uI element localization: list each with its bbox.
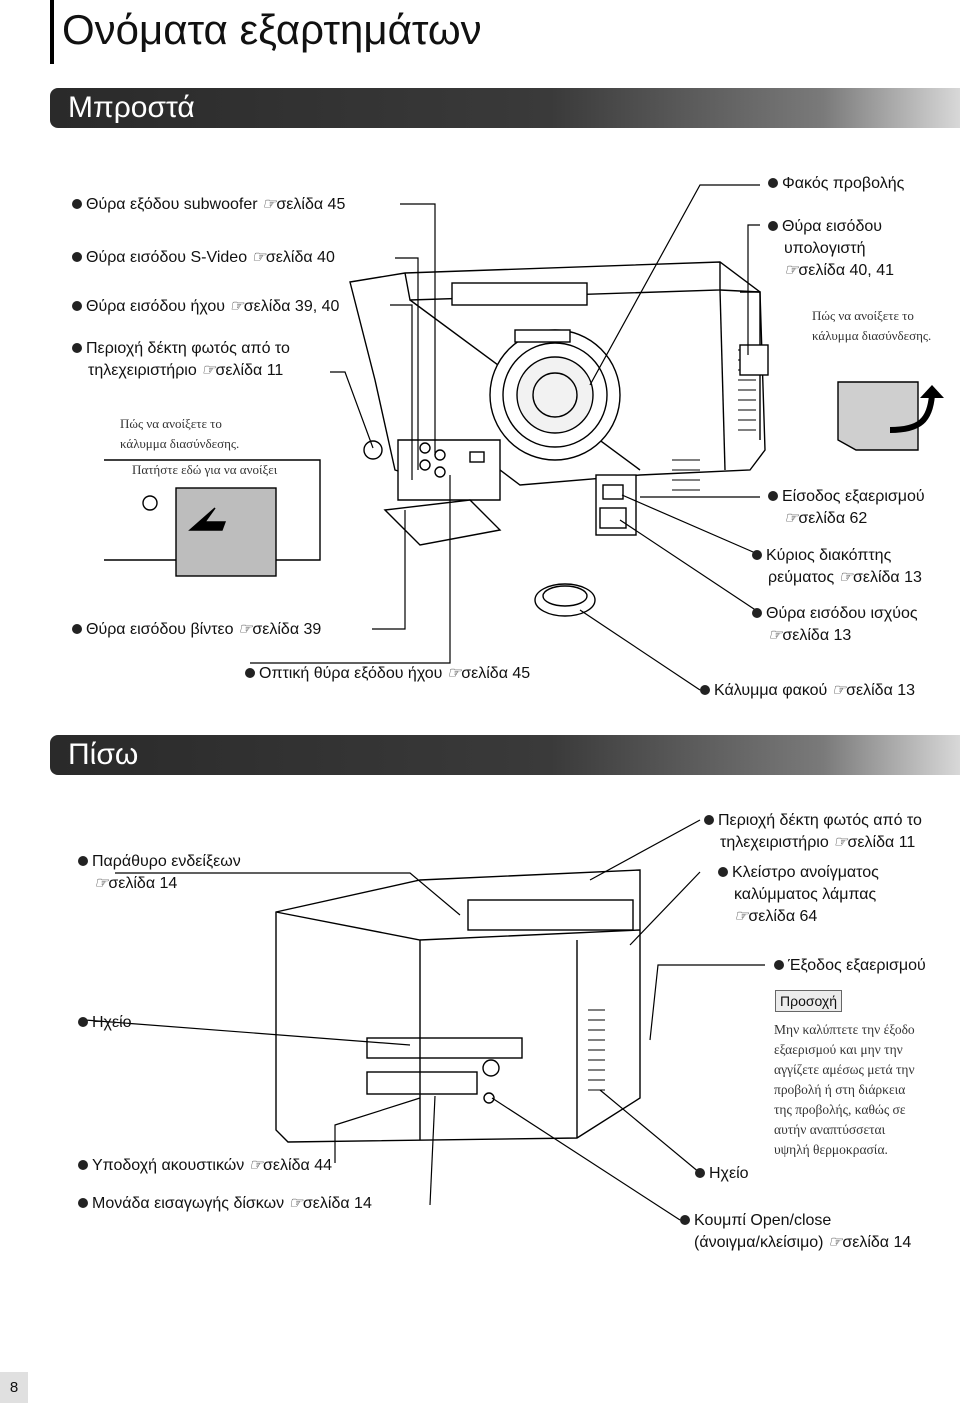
label-computer-in: Θύρα εισόδου υπολογιστή ☞σελίδα 40, 41 [768, 216, 894, 282]
page-ref-icon: ☞ [251, 249, 266, 266]
label-air-intake: Είσοδος εξαερισμού ☞σελίδα 62 [768, 486, 925, 530]
bullet-icon [768, 221, 778, 231]
caution-text: Μην καλύπτετε την έξοδο εξαερισμού και μ… [774, 1022, 915, 1157]
label-speaker-left: Ηχείο [78, 1012, 132, 1034]
bullet-icon [704, 815, 714, 825]
bullet-icon [700, 685, 710, 695]
page-ref-icon: ☞ [833, 834, 848, 851]
back-projector-drawing [275, 869, 641, 1143]
bullet-icon [78, 1198, 88, 1208]
bullet-icon [72, 624, 82, 634]
bullet-icon [718, 867, 728, 877]
section-band-front: Μπροστά [50, 88, 960, 128]
bullet-icon [768, 491, 778, 501]
bullet-icon [768, 178, 778, 188]
label-lamp-cover: Κλείστρο ανοίγματος καλύμματος λάμπας ☞σ… [718, 862, 879, 928]
leader-lines [84, 184, 765, 1221]
page-ref-icon: ☞ [827, 1234, 843, 1251]
section-band-back: Πίσω [50, 735, 960, 775]
label-lens-cover: Κάλυμμα φακού ☞σελίδα 13 [700, 680, 915, 702]
page-ref-icon: ☞ [94, 875, 109, 892]
bullet-icon [752, 550, 762, 560]
cover-inset-right [739, 291, 944, 451]
page-ref-icon: ☞ [201, 362, 216, 379]
page-ref-icon: ☞ [734, 908, 749, 925]
bullet-icon [72, 252, 82, 262]
label-indicator-window: Παράθυρο ενδείξεων ☞σελίδα 14 [78, 851, 241, 895]
page-ref-icon: ☞ [768, 627, 783, 644]
bullet-icon [72, 199, 82, 209]
bullet-icon [72, 343, 82, 353]
label-subwoofer-out: Θύρα εξόδου subwoofer ☞σελίδα 45 [72, 194, 345, 216]
front-projector-drawing [349, 261, 766, 617]
label-speaker-right: Ηχείο [695, 1163, 749, 1185]
label-disc-unit: Μονάδα εισαγωγής δίσκων ☞σελίδα 14 [78, 1193, 372, 1215]
bullet-icon [774, 960, 784, 970]
label-remote-receiver-front: Περιοχή δέκτη φωτός από το τηλεχειριστήρ… [72, 338, 290, 382]
caution-badge: Προσοχή [775, 990, 843, 1012]
label-open-close-button: Κουμπί Open/close (άνοιγμα/κλείσιμο) ☞σε… [680, 1210, 911, 1254]
page-number: 8 [0, 1372, 28, 1403]
section-heading-front: Μπροστά [68, 91, 195, 124]
section-heading-back: Πίσω [68, 738, 139, 771]
page-ref-icon: ☞ [288, 1195, 303, 1212]
bullet-icon [695, 1168, 705, 1178]
label-main-switch: Κύριος διακόπτης ρεύματος ☞σελίδα 13 [752, 545, 922, 589]
page-ref-icon: ☞ [262, 196, 277, 213]
bullet-icon [680, 1215, 690, 1225]
label-video-in: Θύρα εισόδου βίντεο ☞σελίδα 39 [72, 619, 321, 641]
bullet-icon [752, 608, 762, 618]
page-ref-icon: ☞ [784, 510, 799, 527]
page-ref-icon: ☞ [831, 682, 847, 699]
label-optical-out: Οπτική θύρα εξόδου ήχου ☞σελίδα 45 [245, 663, 530, 685]
page-ref-icon: ☞ [838, 569, 853, 586]
page-ref-icon: ☞ [446, 665, 462, 682]
press-here-note: Πατήστε εδώ για να ανοίξει [132, 462, 278, 477]
bullet-icon [78, 1160, 88, 1170]
bullet-icon [78, 1017, 88, 1027]
label-air-exhaust: Έξοδος εξαερισμού [774, 955, 926, 977]
press-here-inset [104, 459, 321, 577]
label-headphones: Υποδοχή ακουστικών ☞σελίδα 44 [78, 1155, 332, 1177]
label-svideo-in: Θύρα εισόδου S-Video ☞σελίδα 40 [72, 247, 335, 269]
page-ref-icon: ☞ [229, 298, 244, 315]
page-title: Ονόματα εξαρτημάτων [62, 6, 482, 53]
page-ref-icon: ☞ [784, 262, 799, 279]
label-power-in: Θύρα εισόδου ισχύος ☞σελίδα 13 [752, 603, 918, 647]
cover-note-left: Πώς να ανοίξετε το κάλυμμα διασύνδεσης. [120, 416, 240, 451]
bullet-icon [78, 856, 88, 866]
page-ref-icon: ☞ [238, 621, 253, 638]
page-ref-icon: ☞ [248, 1157, 264, 1174]
label-lens: Φακός προβολής [768, 173, 904, 195]
label-remote-receiver-back: Περιοχή δέκτη φωτός από το τηλεχειριστήρ… [704, 810, 922, 854]
label-audio-in: Θύρα εισόδου ήχου ☞σελίδα 39, 40 [72, 296, 339, 318]
cover-note-right: Πώς να ανοίξετε το κάλυμμα διασύνδεσης. [812, 308, 932, 343]
title-rule [50, 0, 54, 64]
bullet-icon [245, 668, 255, 678]
bullet-icon [72, 301, 82, 311]
